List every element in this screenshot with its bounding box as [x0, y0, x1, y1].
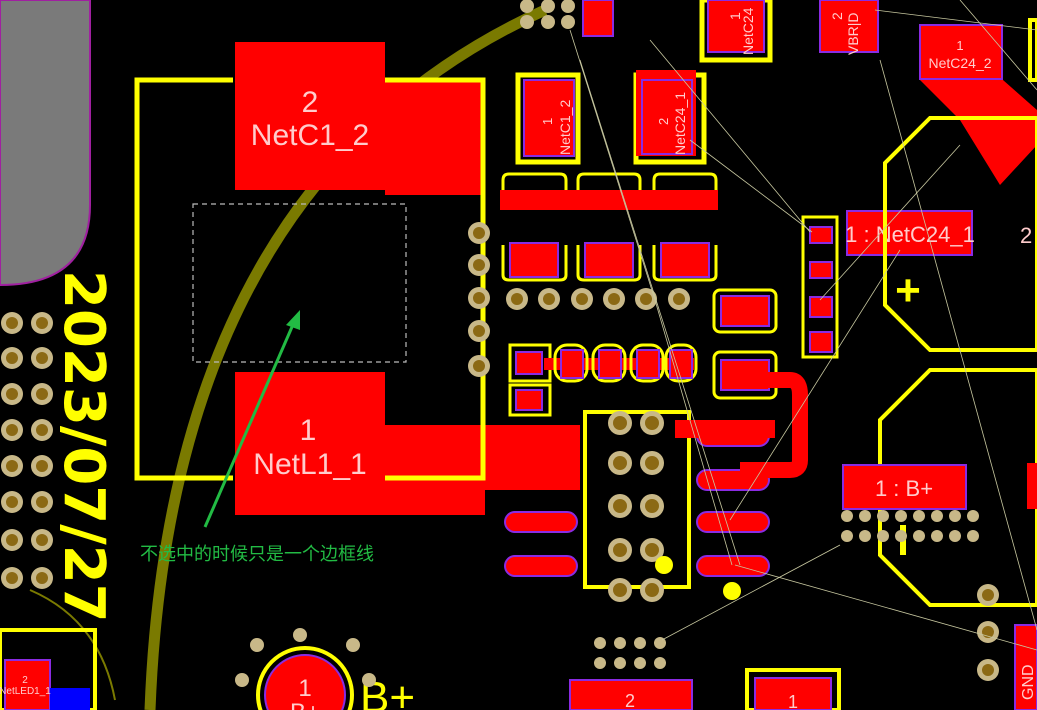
top-pad-a[interactable] [582, 0, 614, 37]
c1-pad[interactable]: 1 NetC1_2 [515, 72, 581, 165]
battery-pad-upper [883, 116, 1037, 352]
copper-trace-ic [675, 420, 775, 438]
l1-pad-1[interactable]: 1 NetL1_1 [235, 372, 580, 515]
top-right-pad-net: NetC24_2 [928, 55, 991, 71]
smd-row-upper [500, 172, 718, 282]
left-header-pads [1, 312, 53, 589]
l1-silkscreen-outline [134, 77, 233, 481]
top-pad-netc24[interactable]: 1 NetC24 [707, 0, 765, 55]
led-pad[interactable]: 2 NetLED1_1 [0, 628, 97, 710]
l1-pad-1-number: 1 [300, 414, 317, 447]
ratsnest-lines [569, 0, 1037, 651]
c24-pad-net: NetC24_1 [672, 92, 688, 155]
bplus-round-pad[interactable]: 1 B+ [256, 646, 354, 710]
annotation-arrow-head [286, 310, 300, 330]
bplus-label: 1 : B+ [875, 476, 933, 501]
resistor-netc24[interactable] [801, 215, 839, 359]
smd-pad-1[interactable] [509, 242, 559, 278]
battery-pad-lower [878, 368, 1037, 607]
connector-pads [841, 510, 979, 542]
via-column [468, 222, 490, 377]
annotation-arrow-shaft [203, 319, 297, 528]
bottom-pad-2[interactable]: 2 [569, 679, 693, 710]
right-via-column [977, 584, 999, 681]
netc24-label-pad[interactable]: 1 : NetC24_1 [845, 210, 975, 256]
board-outline-arc [144, 4, 548, 710]
bplus-pad-vias [235, 628, 376, 687]
bottom-center-vias [594, 637, 666, 669]
plus-sign-upper: + [895, 266, 921, 315]
l1-silkscreen-outline-right [385, 77, 486, 481]
top-pad-vbr[interactable]: 2 VBR|D [819, 0, 879, 55]
top-pad-vbr-number: 2 [829, 12, 845, 20]
bottom-pad-1-number: 1 [788, 692, 798, 710]
l1-pad-1-net: NetL1_1 [253, 448, 366, 481]
top-right-pad-netc24-2[interactable]: 1 NetC24_2 [919, 24, 1037, 185]
c24-pad-number: 2 [656, 118, 671, 125]
led-pad-number: 2 [22, 675, 28, 686]
smd-pad-2[interactable] [584, 242, 634, 278]
gnd-label: GND [1020, 664, 1037, 700]
bottom-pad-1[interactable]: 1 [745, 668, 841, 710]
top-pad-b-outline [699, 0, 773, 63]
annotation-note: 不选中的时候只是一个边框线 [140, 544, 374, 565]
l1-pad-2-number: 2 [302, 86, 319, 119]
c1-pad-net: NetC1_2 [557, 100, 573, 155]
pin1-marker [723, 582, 741, 600]
top-vias [520, 0, 575, 29]
led-pad-net: NetLED1_1 [0, 686, 51, 697]
right-edge-number: 2 [1020, 223, 1032, 248]
bplus-round-pad-net: B+ [290, 699, 320, 710]
top-right-edge-pad [1028, 18, 1037, 82]
board-outline-arc-small [29, 589, 116, 701]
top-pad-netc24-number: 1 [727, 12, 743, 20]
c24-pad[interactable]: 2 NetC24_1 [633, 70, 707, 165]
top-pad-vbr-net: VBR|D [845, 12, 861, 55]
right-edge-pad [1027, 463, 1037, 509]
c1-pad-number: 1 [540, 118, 555, 125]
mechanical-layer-region [0, 0, 91, 287]
via-row [506, 288, 690, 310]
smd-pad-3[interactable] [660, 242, 710, 278]
silkscreen-date: 2023/07/27 [51, 270, 116, 623]
cap-pair[interactable] [712, 288, 778, 400]
gnd-pad[interactable]: GND [1014, 624, 1037, 710]
bottom-pad-2-number: 2 [625, 691, 635, 710]
top-right-pad-number: 1 [956, 38, 963, 53]
netc24-label: 1 : NetC24_1 [845, 222, 975, 247]
copper-trace-loop [740, 372, 808, 478]
component-bounding-box [192, 203, 407, 363]
bplus-round-pad-number: 1 [298, 675, 311, 702]
bplus-label-pad[interactable]: 1 : B+ [842, 464, 967, 510]
small-pads-row [508, 343, 698, 417]
top-pad-netc24-net: NetC24 [740, 7, 756, 55]
l1-pad-2-net: NetC1_2 [251, 119, 369, 152]
